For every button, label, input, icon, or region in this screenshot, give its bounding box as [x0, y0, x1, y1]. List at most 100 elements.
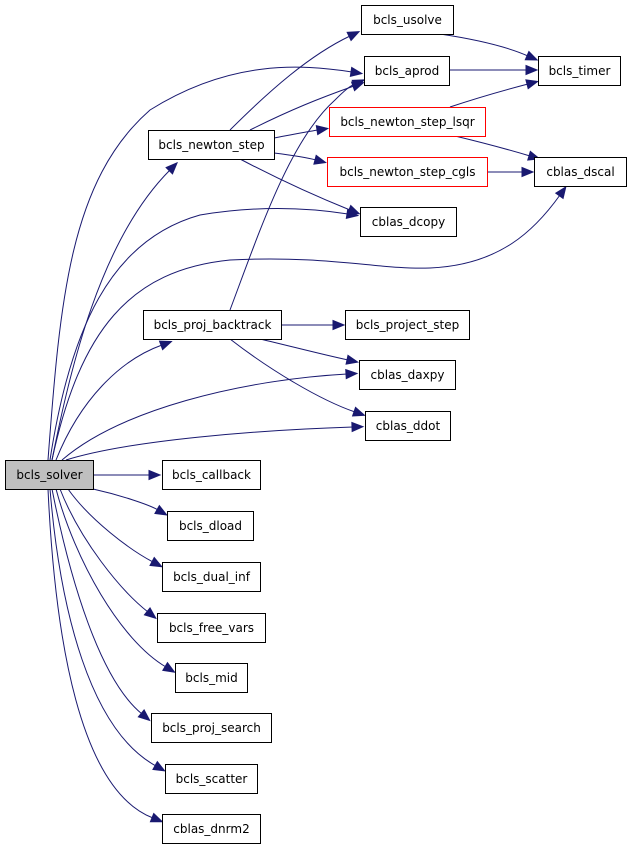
edge-line: [92, 488, 159, 511]
node-label: bcls_scatter: [176, 772, 248, 786]
node-box[interactable]: [345, 310, 470, 340]
edge-bcls_solver-to-cblas_ddot: [65, 421, 365, 461]
node-box[interactable]: [162, 562, 261, 592]
node-box[interactable]: [361, 5, 454, 35]
node-bcls_timer[interactable]: bcls_timer: [538, 56, 621, 86]
node-box[interactable]: [175, 663, 248, 693]
edges-layer: [47, 31, 567, 823]
edge-line: [55, 488, 167, 668]
edge-bcls_newton_step-to-bcls_newton_step_cgls: [273, 152, 327, 165]
node-label: bcls_newton_step: [158, 138, 264, 152]
node-box[interactable]: [5, 460, 94, 490]
node-label: cblas_dcopy: [372, 215, 445, 229]
node-bcls_aprod[interactable]: bcls_aprod: [364, 56, 450, 86]
node-bcls_newton_step[interactable]: bcls_newton_step: [148, 130, 275, 160]
node-box[interactable]: [162, 460, 261, 490]
edge-arrowhead: [162, 661, 176, 673]
node-box[interactable]: [534, 157, 627, 187]
node-cblas_dcopy[interactable]: cblas_dcopy: [360, 207, 457, 237]
node-box[interactable]: [151, 713, 272, 743]
node-bcls_project_step[interactable]: bcls_project_step: [345, 310, 470, 340]
edge-line: [61, 373, 348, 461]
edge-arrowhead: [351, 79, 366, 90]
edge-line: [449, 83, 529, 108]
node-box[interactable]: [538, 56, 621, 86]
node-label: bcls_proj_backtrack: [154, 318, 272, 332]
edge-line: [51, 488, 143, 715]
node-bcls_callback[interactable]: bcls_callback: [162, 460, 261, 490]
edge-arrowhead: [521, 166, 535, 178]
edge-arrowhead: [149, 812, 164, 823]
node-box[interactable]: [329, 107, 486, 137]
edge-line: [51, 169, 171, 461]
node-bcls_scatter[interactable]: bcls_scatter: [165, 764, 258, 794]
node-bcls_solver[interactable]: bcls_solver: [5, 460, 94, 490]
node-bcls_dload[interactable]: bcls_dload: [167, 511, 254, 541]
edge-bcls_solver-to-bcls_newton_step: [51, 161, 178, 461]
edge-arrowhead: [524, 50, 539, 61]
edge-arrowhead: [345, 368, 359, 380]
node-cblas_dscal[interactable]: cblas_dscal: [534, 157, 627, 187]
edge-bcls_newton_step-to-bcls_newton_step_lsqr: [273, 125, 330, 139]
node-bcls_free_vars[interactable]: bcls_free_vars: [157, 613, 266, 643]
edge-bcls_solver-to-bcls_callback: [93, 469, 162, 481]
edge-bcls_solver-to-bcls_scatter: [49, 488, 166, 772]
node-box[interactable]: [162, 814, 261, 844]
edge-arrowhead: [351, 421, 365, 433]
edge-bcls_proj_backtrack-to-cblas_ddot: [229, 338, 366, 417]
node-box[interactable]: [360, 207, 457, 237]
node-bcls_usolve[interactable]: bcls_usolve: [361, 5, 454, 35]
node-label: bcls_aprod: [375, 64, 439, 78]
node-bcls_mid[interactable]: bcls_mid: [175, 663, 248, 693]
edge-line: [55, 344, 163, 461]
edge-arrowhead: [525, 79, 539, 90]
edge-line: [229, 35, 351, 131]
edge-arrowhead: [148, 469, 162, 481]
node-cblas_daxpy[interactable]: cblas_daxpy: [359, 360, 456, 390]
node-box[interactable]: [165, 764, 258, 794]
node-cblas_ddot[interactable]: cblas_ddot: [365, 411, 451, 441]
edge-arrowhead: [351, 406, 366, 417]
node-bcls_newton_step_lsqr[interactable]: bcls_newton_step_lsqr: [329, 107, 486, 137]
node-cblas_dnrm2[interactable]: cblas_dnrm2: [162, 814, 261, 844]
node-label: bcls_dload: [179, 519, 242, 533]
edge-bcls_solver-to-bcls_free_vars: [59, 488, 157, 620]
node-bcls_dual_inf[interactable]: bcls_dual_inf: [162, 562, 261, 592]
node-box[interactable]: [364, 56, 450, 86]
edge-bcls_solver-to-bcls_proj_search: [51, 488, 151, 722]
edge-arrowhead: [313, 154, 327, 165]
node-box[interactable]: [365, 411, 451, 441]
node-label: bcls_usolve: [373, 13, 442, 27]
node-bcls_proj_backtrack[interactable]: bcls_proj_backtrack: [143, 310, 282, 340]
edge-line: [229, 83, 356, 311]
edge-line: [239, 158, 351, 211]
nodes-layer: bcls_solver bcls_newton_step bcls_proj_bac…: [5, 5, 627, 844]
node-box[interactable]: [167, 511, 254, 541]
node-label: cblas_dnrm2: [173, 822, 249, 836]
edge-bcls_proj_backtrack-to-bcls_aprod: [229, 79, 366, 311]
edge-line: [59, 488, 149, 613]
node-box[interactable]: [359, 360, 456, 390]
node-bcls_newton_step_cgls[interactable]: bcls_newton_step_cgls: [327, 157, 488, 187]
node-label: cblas_ddot: [376, 419, 441, 433]
edge-bcls_newton_step_lsqr-to-bcls_timer: [449, 79, 539, 108]
node-box[interactable]: [157, 613, 266, 643]
node-label: bcls_dual_inf: [173, 570, 251, 584]
edge-line: [229, 338, 356, 413]
edge-arrowhead: [554, 185, 567, 200]
node-bcls_proj_search[interactable]: bcls_proj_search: [151, 713, 272, 743]
edge-arrowhead: [165, 161, 178, 175]
edge-bcls_solver-to-cblas_daxpy: [61, 368, 359, 461]
node-box[interactable]: [143, 310, 282, 340]
node-label: bcls_project_step: [356, 318, 459, 332]
edge-line: [273, 152, 317, 161]
edge-line: [249, 85, 355, 131]
edge-arrowhead: [315, 125, 330, 136]
node-label: bcls_free_vars: [169, 621, 254, 635]
edge-line: [49, 207, 349, 461]
edge-line: [454, 135, 531, 157]
edge-arrowhead: [143, 606, 157, 620]
node-box[interactable]: [327, 157, 488, 187]
node-box[interactable]: [148, 130, 275, 160]
